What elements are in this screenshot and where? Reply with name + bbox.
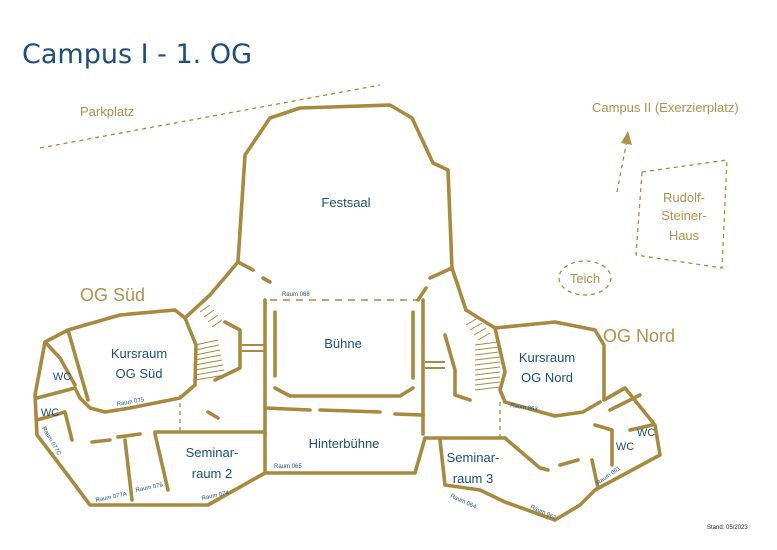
raum-077a-wall: [123, 438, 134, 502]
kursraum-sued-west: [66, 328, 90, 402]
festsaal-door-right-2: [416, 286, 428, 302]
wc-south-wall-b: [35, 386, 82, 400]
wc-south-wall-c: [35, 410, 74, 442]
festsaal-door-left: [236, 260, 255, 272]
wc-north-wall-c: [628, 423, 654, 432]
rudolf-label-3: Haus: [669, 228, 700, 243]
south-wing-outline: [33, 308, 267, 507]
south-small-wall: [206, 410, 220, 420]
kursraum-nord-bottom: [493, 326, 602, 418]
rudolf-label-2: Steiner-: [661, 208, 707, 223]
room-kursraum-nord-1: Kursraum: [519, 350, 575, 365]
buehne-front: [273, 386, 415, 398]
room-seminar2-1: Seminar-: [186, 445, 239, 460]
room-seminar2-2: raum 2: [192, 466, 232, 481]
room-seminar3-1: Seminar-: [447, 450, 500, 465]
north-staircase: [465, 317, 501, 391]
raum-076-wall: [153, 432, 170, 492]
hinterbuehne-wall-3: [393, 412, 425, 417]
room-wc-south-2: WC: [41, 407, 59, 419]
south-bridge: [242, 344, 265, 352]
teich-outline: [558, 260, 612, 296]
raum-065: Raum 065: [274, 464, 302, 470]
room-kursraum-nord-2: OG Nord: [521, 370, 573, 385]
arrow-head-icon: [621, 131, 632, 145]
og-sued-label: OG Süd: [80, 285, 145, 305]
hinterbuehne-bottom: [263, 436, 427, 475]
festsaal-west-wall: [183, 260, 240, 320]
rudolf-steiner-haus-outline: [635, 159, 728, 269]
rudolf-label-1: Rudolf-: [663, 190, 705, 205]
room-hinterbuehne: Hinterbühne: [309, 436, 380, 451]
room-kursraum-sued-2: OG Süd: [116, 366, 163, 381]
north-bridge: [425, 361, 445, 369]
kursraum-sued-east: [183, 316, 198, 387]
room-buehne: Bühne: [324, 336, 362, 351]
campus2-label: Campus II (Exerzierplatz): [592, 100, 739, 115]
raum-077a: Raum 077A: [95, 491, 127, 503]
room-wc-south-1: WC: [53, 371, 71, 383]
kursraum-sued-bottom: [78, 383, 197, 414]
campus2-direction-arrow: [616, 139, 628, 193]
raum-076: Raum 076: [135, 482, 164, 494]
wc-north-wall-b: [593, 423, 614, 467]
south-stair-walls: [213, 320, 242, 382]
page-title: Campus I - 1. OG: [22, 39, 252, 70]
seminar3-east-wall: [503, 436, 550, 472]
room-wc-north-1: WC: [637, 427, 655, 439]
stand-date: Stand: 05/2023: [707, 525, 748, 531]
festsaal-walls: [236, 103, 468, 312]
teich-label: Teich: [570, 271, 600, 286]
parkplatz-boundary: [39, 84, 381, 149]
room-wc-north-2: WC: [616, 441, 634, 453]
south-staircase: [194, 304, 226, 381]
festsaal-door-left-2: [261, 276, 272, 284]
south-corridor-wall-2: [116, 432, 142, 439]
room-kursraum-sued-1: Kursraum: [111, 346, 167, 361]
og-nord-label: OG Nord: [603, 326, 675, 346]
festsaal-door-right: [428, 266, 454, 280]
parkplatz-label: Parkplatz: [80, 104, 134, 119]
north-corridor-door: [558, 458, 580, 467]
raum-068: Raum 068: [282, 292, 310, 298]
hinterbuehne-wall-2: [318, 408, 382, 414]
hinterbuehne-wall-1: [263, 406, 312, 412]
room-seminar3-2: raum 3: [453, 471, 493, 486]
raum-075: Raum 075: [116, 397, 145, 408]
raum-074: Raum 074: [201, 490, 230, 502]
north-stair-walls: [443, 333, 472, 402]
raum-061-wall: [590, 458, 600, 490]
wc-south-wall-a: [43, 340, 77, 387]
room-festsaal: Festsaal: [321, 195, 370, 210]
raum-064: Raum 064: [449, 493, 477, 510]
raum-063: Raum 063: [510, 403, 539, 413]
north-wing-outline: [438, 308, 662, 522]
south-corridor-wall-1: [90, 438, 112, 444]
wc-north-wall-a: [608, 393, 642, 412]
